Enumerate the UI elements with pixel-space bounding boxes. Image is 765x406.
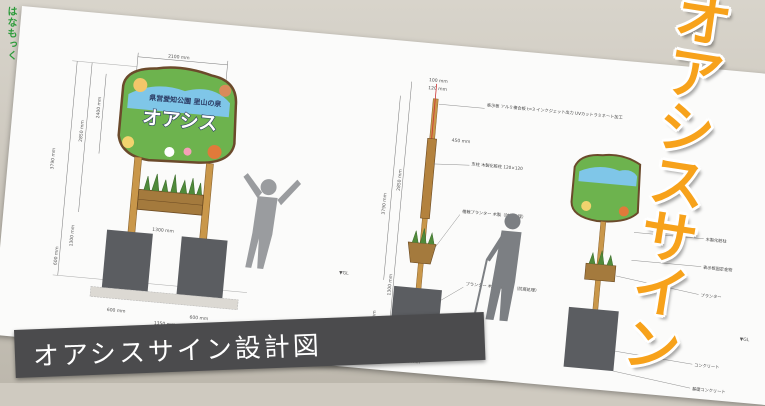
side-planter (407, 241, 437, 265)
sign-sky (127, 86, 231, 118)
side-board (420, 137, 437, 220)
front-planter-plants (143, 173, 202, 196)
front-base-left (101, 229, 153, 292)
front-base-dim-3: 600 mm (189, 314, 208, 322)
side-note-1: 表示板 アルミ複合板 t=3 インクジェット出力 UVカットラミネート加工 (487, 102, 623, 121)
blueprint-drawing: 2100 mm 3790 mm 2850 mm 2400 mm 1300 mm … (49, 52, 750, 395)
detail-base (563, 306, 619, 372)
side-top-dim-3: 450 mm (451, 137, 470, 145)
detail-view: ▼GL 木製化粧柱 表示板固定金物 プランター コンクリート 基礎コンクリート (563, 153, 750, 395)
detail-note-1: 木製化粧柱 (705, 236, 727, 245)
detail-note-2: 表示板固定金物 (703, 264, 733, 274)
front-height-dim-3: 2400 mm (95, 97, 103, 119)
detail-note-5: 基礎コンクリート (692, 385, 726, 395)
side-note-2: 支柱 木製化粧柱 120×120 (471, 160, 523, 172)
front-height-dim-1: 3790 mm (49, 148, 57, 170)
front-base-right (176, 236, 228, 299)
side-top-dim-1: 100 mm (429, 77, 448, 85)
person-silhouette-cheering (243, 173, 302, 269)
front-post-gap-dim: 1300 mm (152, 227, 174, 235)
front-view: 2100 mm 3790 mm 2850 mm 2400 mm 1300 mm … (49, 52, 302, 328)
brand-logo: はなもっく (5, 6, 16, 61)
front-base-dim-1: 600 mm (107, 307, 126, 315)
caption-text: オアシスサイン設計図 (32, 331, 323, 373)
front-width-dim: 2100 mm (168, 53, 190, 61)
detail-planter (584, 262, 617, 283)
person-silhouette-cane (472, 213, 522, 322)
side-height-dim-3: 1300 mm (386, 274, 394, 296)
front-height-dim-2: 2850 mm (78, 120, 86, 142)
detail-note-4: コンクリート (694, 362, 720, 370)
blueprint-sheet: 2100 mm 3790 mm 2850 mm 2400 mm 1300 mm … (0, 6, 765, 406)
side-height-dim-2: 2850 mm (396, 169, 404, 191)
detail-note-3: プランター (700, 292, 722, 301)
detail-ground-label: ▼GL (739, 336, 749, 343)
front-height-dim-5: 600 mm (53, 246, 61, 265)
side-ground-label: ▼GL (339, 270, 349, 277)
front-height-dim-4: 1300 mm (68, 225, 76, 247)
side-height-dim-1: 3790 mm (381, 193, 389, 215)
side-top-dim-2: 120 mm (428, 85, 447, 93)
